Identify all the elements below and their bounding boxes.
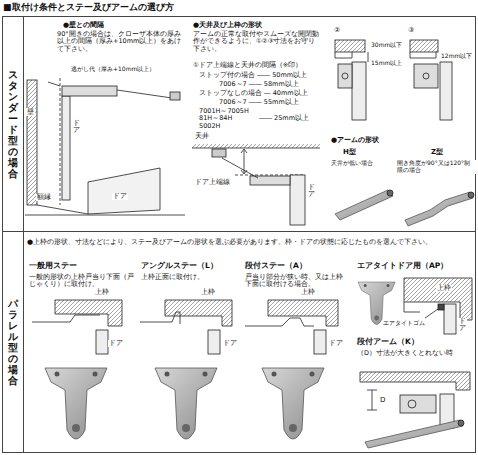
label-text: ●上枠の形状、寸法などにより、ステー及びアームの形状を選ぶ必要があります。枠・ド… [26, 238, 433, 246]
label-text: 戸当り部分が狭い時、又は上枠下面に取付ける場合。 [244, 274, 350, 289]
label-text: 天井 [194, 133, 210, 140]
label-text: 一般用ステー [28, 262, 78, 271]
label-text: 開き角度が90°又は120°制限の場合 [396, 160, 476, 174]
label-text: ストップ付の場合 ―― 50mm以上 [198, 72, 308, 79]
label-text: 一般的形状の上枠戸当り下面（戸じゃくり）に取付け。 [28, 274, 138, 289]
section-label: スタンダード型の場合 [8, 69, 18, 179]
label-text: 額縁 [36, 194, 52, 201]
label-text: 7006～7 ―― 58mm以上 [218, 81, 300, 88]
label-text: アングルステー（L） [140, 262, 219, 271]
label-text: 90°開きの場合は、クローザ本体の厚み以上の間隔（厚み+10mm以上）をあけて下… [56, 31, 188, 53]
label-text: （D）寸法が大きくとれない時 [356, 350, 454, 357]
label-text: 12mm以下 [440, 53, 473, 60]
label-text: 7001H～7005H 81H～84H 5002H [198, 108, 256, 130]
label-text: ①ドア上端線と天井の間隔（※印） [192, 62, 303, 69]
label-text: 天井が低い場合 [330, 160, 374, 167]
label-text: ドア [307, 184, 316, 198]
label-text: 段付アーム（K） [356, 338, 420, 347]
label-text: ドア [458, 318, 467, 332]
label-text: アームの正常な取付やスムーズな開閉動作ができるように、①②③寸法をお守り下さい。 [192, 31, 322, 53]
label-text: 上枠 [200, 289, 216, 296]
page-title: ■取付け条件とステー及びアームの選び方 [3, 1, 174, 14]
label-text: 30mm以下 [370, 42, 403, 49]
label-text: 上枠 [436, 285, 452, 292]
label-text: 上枠 [94, 289, 110, 296]
label-text: D [379, 396, 386, 404]
label-text: ドア [112, 193, 128, 200]
label-text: 壁 [26, 108, 35, 116]
label-text: 15mm以上 [370, 60, 403, 67]
label-text: 上枠 [300, 289, 316, 296]
label-text: ドア上端線 [194, 179, 231, 186]
label-text: ドア [222, 340, 238, 347]
label-text: ② [333, 26, 341, 34]
label-text: H型 [342, 148, 357, 156]
section-cell: パラレル型の場合 [3, 232, 24, 452]
label-text: ●アームの形状 [330, 136, 380, 144]
label-text: ストップなしの場合 ― 40mm以上 [198, 90, 309, 97]
label-text: 上枠正面に取付け。 [140, 274, 205, 281]
label-text: ドア [108, 340, 124, 347]
label-text: 逃がし代（厚み+10mm以上） [70, 66, 156, 73]
label-text: ―― 25mm以上 [258, 115, 310, 122]
section-cell: スタンダード型の場合 [3, 17, 24, 231]
section-label: パラレル型の場合 [8, 298, 18, 386]
label-text: ドア [328, 340, 344, 347]
label-text: 段付ステー（A） [244, 262, 308, 271]
label-text: Z型 [430, 148, 444, 156]
label-text: 7006～7 ―― 55mm以上 [218, 99, 300, 106]
label-text: ●天井及び上枠の形状 [192, 21, 263, 29]
label-text: ③ [407, 26, 415, 34]
label-text: エアタイトゴム [382, 320, 426, 327]
label-text: エアタイトドア用（AP） [356, 262, 449, 271]
label-text: ●壁との間隔 [62, 21, 105, 29]
label-text: ドア [72, 120, 81, 134]
